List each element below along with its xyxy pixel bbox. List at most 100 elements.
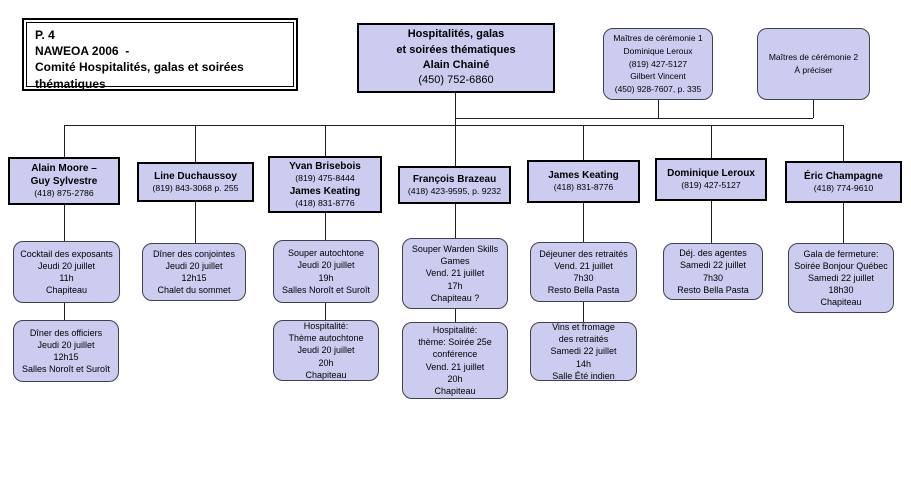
text-line: (450) 752-6860 bbox=[418, 74, 494, 87]
leader-box-1: Alain Moore –Guy Sylvestre(418) 875-2786 bbox=[8, 157, 120, 205]
text-line: Dominique Leroux bbox=[623, 45, 693, 56]
text-line: 17h bbox=[447, 280, 463, 291]
text-line: Jeudi 20 juillet bbox=[37, 339, 95, 350]
text-line: Dîner des officiers bbox=[29, 327, 103, 338]
text-line: Gala de fermeture: bbox=[803, 248, 879, 259]
text-line: Cocktail des exposants bbox=[20, 248, 113, 259]
text-line: Jeudi 20 juillet bbox=[37, 260, 96, 271]
connector-line bbox=[325, 303, 326, 320]
connector-line bbox=[711, 125, 712, 158]
text-line: et soirées thématiques bbox=[396, 43, 516, 56]
text-line: (418) 831-8776 bbox=[295, 197, 355, 208]
connector-line bbox=[583, 125, 584, 160]
connector-line bbox=[64, 125, 65, 157]
connector-line bbox=[455, 93, 456, 166]
text-line: Déjeuner des retraités bbox=[539, 248, 628, 259]
text-line: 20h bbox=[318, 357, 334, 368]
text-line: Alain Moore – bbox=[31, 163, 97, 175]
text-line: Games bbox=[440, 256, 470, 267]
text-line: NAWEOA 2006 - bbox=[35, 44, 130, 59]
text-line: Comité Hospitalités, galas et soirées bbox=[35, 60, 244, 75]
text-line: 14h bbox=[575, 358, 592, 369]
connector-line bbox=[195, 125, 196, 162]
text-line: Maîtres de cérémonie 2 bbox=[768, 52, 859, 63]
text-line: Resto Bella Pasta bbox=[547, 285, 620, 296]
text-line: Chapiteau bbox=[305, 369, 347, 380]
text-line: Resto Bella Pasta bbox=[677, 284, 749, 295]
text-line: conférence bbox=[432, 349, 478, 360]
connector-line bbox=[325, 213, 326, 240]
text-line: Éric Champagne bbox=[804, 170, 883, 182]
connector-line bbox=[455, 118, 813, 119]
text-line: Chapiteau bbox=[434, 385, 476, 396]
text-line: 11h bbox=[59, 273, 74, 283]
connector-line bbox=[843, 125, 844, 161]
text-line: Jeudi 20 juillet bbox=[297, 260, 355, 271]
text-line: Soirée Bonjour Québec bbox=[794, 260, 888, 271]
connector-line bbox=[455, 309, 456, 322]
root-box: Hospitalités, galas et soirées thématique… bbox=[357, 23, 555, 93]
text-line: (418) 423-9595, p. 9232 bbox=[407, 185, 502, 196]
text-line: (819) 427-5127 bbox=[628, 58, 688, 69]
text-line: 18h30 bbox=[828, 285, 854, 296]
text-line: (819) 427-5127 bbox=[681, 180, 741, 191]
connector-line bbox=[64, 303, 65, 320]
text-line: des retraités bbox=[558, 334, 609, 345]
text-line: Chapiteau bbox=[45, 285, 88, 296]
connector-line bbox=[64, 205, 65, 241]
text-line: Salles Noroît et Suroît bbox=[21, 364, 111, 375]
connector-line bbox=[325, 125, 326, 156]
text-line: Jeudi 20 juillet bbox=[165, 260, 223, 271]
connector-line bbox=[658, 100, 659, 118]
text-line: 7h30 bbox=[573, 273, 594, 283]
page-title-box: P. 4 NAWEOA 2006 -Comité Hospitalités, ga… bbox=[22, 18, 298, 91]
text-line: Dominique Leroux bbox=[667, 168, 755, 180]
page-title-text: P. 4 NAWEOA 2006 -Comité Hospitalités, ga… bbox=[26, 22, 294, 91]
text-line: thématiques bbox=[35, 76, 106, 91]
connector-line bbox=[455, 204, 456, 238]
text-line: 7h30 bbox=[702, 272, 724, 283]
text-line: 20h bbox=[447, 373, 463, 384]
text-line: Chapiteau ? bbox=[430, 292, 480, 303]
text-line: (819) 475-8444 bbox=[295, 173, 355, 184]
text-line: Souper autochtone bbox=[287, 248, 365, 259]
text-line: Maîtres de cérémonie 1 bbox=[613, 33, 703, 44]
text-line: Hospitalités, galas bbox=[407, 28, 505, 41]
text-line: Samedi 22 juillet bbox=[679, 260, 747, 271]
leader-box-6: Dominique Leroux(819) 427-5127 bbox=[655, 158, 767, 201]
text-line: Hospitalité: bbox=[303, 321, 349, 332]
text-line: (418) 875-2786 bbox=[34, 188, 94, 199]
connector-line bbox=[583, 302, 584, 322]
text-line: Gilbert Vincent bbox=[630, 71, 686, 82]
leader-box-4: François Brazeau(418) 423-9595, p. 9232 bbox=[398, 166, 511, 204]
text-line: Vins et fromage bbox=[552, 322, 615, 333]
connector-line bbox=[843, 203, 844, 243]
text-line: Salle Été indien bbox=[552, 370, 615, 381]
text-line: (819) 843-3068 p. 255 bbox=[152, 182, 239, 193]
text-line: James Keating bbox=[548, 170, 619, 182]
connector-line bbox=[711, 201, 712, 243]
text-line: P. 4 bbox=[35, 28, 55, 42]
text-line: (418) 774-9610 bbox=[813, 182, 874, 193]
text-line: Line Duchaussoy bbox=[154, 170, 237, 182]
leader-box-2: Line Duchaussoy(819) 843-3068 p. 255 bbox=[137, 162, 254, 202]
text-line: Thème autochtone bbox=[288, 333, 364, 344]
text-line: Samedi 22 juillet bbox=[807, 272, 875, 283]
text-line: (450) 928-7607, p. 335 bbox=[614, 84, 702, 95]
text-line: Yvan Brisebois bbox=[289, 161, 361, 173]
text-line: thème: Soirée 25e bbox=[418, 337, 492, 348]
text-line: Hospitalité: bbox=[432, 325, 478, 336]
